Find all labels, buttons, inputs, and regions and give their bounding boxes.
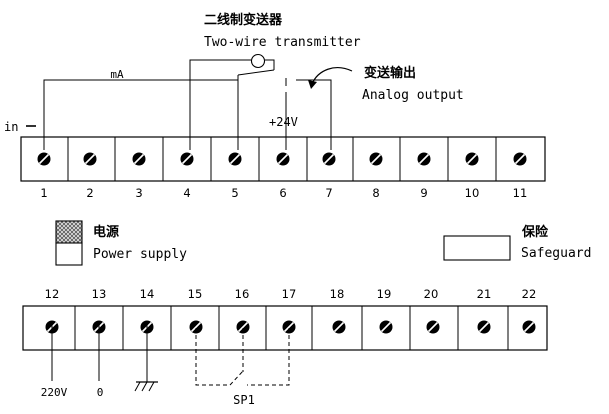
transmitter-title-en: Two-wire transmitter — [204, 35, 361, 50]
terminal-number-6: 6 — [279, 186, 286, 200]
terminal-number-5: 5 — [231, 186, 238, 200]
screw-terminal-11 — [513, 152, 527, 166]
screw-terminal-15 — [189, 320, 203, 334]
terminal-number-22: 22 — [522, 287, 537, 301]
screw-terminal-1 — [37, 152, 51, 166]
bottom-terminal-block: 12 13 14 15 16 17 18 19 20 21 22 — [22, 287, 548, 351]
screw-terminal-20 — [426, 320, 440, 334]
screw-terminal-7 — [322, 152, 336, 166]
screw-terminal-4 — [180, 152, 194, 166]
terminal-number-3: 3 — [135, 186, 142, 200]
power-supply-swatch-lower — [55, 242, 83, 266]
in-label: in — [4, 120, 18, 134]
safeguard-swatch — [443, 235, 511, 261]
ma-loop-wire — [43, 79, 239, 150]
analog-output-arrow — [311, 67, 353, 85]
label-220v: 220V — [41, 386, 68, 399]
terminal-number-21: 21 — [477, 287, 492, 301]
screw-terminal-10 — [465, 152, 479, 166]
transmitter-wire-4 — [189, 59, 251, 150]
top-terminal-block: 1 2 3 4 5 6 7 8 9 10 11 — [20, 136, 546, 200]
bottom-block-dividers — [74, 306, 509, 350]
terminal-number-8: 8 — [372, 186, 379, 200]
screw-terminal-8 — [369, 152, 383, 166]
terminal-number-15: 15 — [188, 287, 203, 301]
top-block-frame — [20, 136, 546, 182]
analog-output-wire — [296, 79, 332, 150]
bottom-block-numbers: 12 13 14 15 16 17 18 19 20 21 22 — [45, 287, 537, 301]
screw-terminal-21 — [477, 320, 491, 334]
terminal-number-20: 20 — [424, 287, 439, 301]
terminal-number-9: 9 — [420, 186, 427, 200]
transmitter-wire-plus — [265, 59, 275, 70]
power-supply-swatch — [55, 220, 83, 244]
terminal-number-17: 17 — [282, 287, 297, 301]
screw-terminal-2 — [83, 152, 97, 166]
ma-label: mA — [110, 68, 124, 81]
terminal-number-18: 18 — [330, 287, 345, 301]
terminal-number-16: 16 — [235, 287, 250, 301]
analog-output-title-en: Analog output — [362, 88, 464, 103]
screw-terminal-22 — [522, 320, 536, 334]
sp1-label: SP1 — [233, 393, 255, 407]
screw-terminal-16 — [236, 320, 250, 334]
top-block-dividers — [67, 137, 497, 181]
screw-terminal-3 — [132, 152, 146, 166]
terminal-number-11: 11 — [513, 186, 528, 200]
transmitter-icon — [250, 53, 266, 69]
terminal-number-19: 19 — [377, 287, 392, 301]
terminal-number-14: 14 — [140, 287, 155, 301]
terminal-number-4: 4 — [183, 186, 190, 200]
terminal-number-1: 1 — [40, 186, 47, 200]
power-supply-label-en: Power supply — [93, 247, 187, 262]
label-zero: 0 — [97, 386, 104, 399]
safeguard-label-cn: 保险 — [521, 224, 549, 240]
transmitter-title-cn: 二线制变送器 — [204, 12, 283, 28]
screw-terminal-6 — [276, 152, 290, 166]
screw-terminal-18 — [332, 320, 346, 334]
safeguard-label-en: Safeguard — [521, 246, 591, 261]
sp1-relay-contact — [195, 328, 290, 386]
screw-terminal-5 — [228, 152, 242, 166]
arrow-head-icon — [308, 80, 317, 89]
terminal-number-2: 2 — [86, 186, 93, 200]
screw-terminal-17 — [282, 320, 296, 334]
analog-output-title-cn: 变送输出 — [364, 65, 416, 81]
top-block-screws — [37, 152, 527, 166]
screw-terminal-19 — [379, 320, 393, 334]
transmitter-wire-5 — [237, 69, 275, 76]
terminal-number-13: 13 — [92, 287, 107, 301]
screw-terminal-9 — [417, 152, 431, 166]
terminal-number-7: 7 — [325, 186, 332, 200]
terminal-number-12: 12 — [45, 287, 60, 301]
terminal-number-10: 10 — [465, 186, 480, 200]
plus24v-label: +24V — [269, 115, 298, 129]
legend: 电源 Power supply 保险 Safeguard — [55, 220, 591, 266]
top-block-numbers: 1 2 3 4 5 6 7 8 9 10 11 — [40, 186, 527, 200]
ground-icon — [134, 325, 158, 392]
power-supply-label-cn: 电源 — [93, 224, 119, 240]
bottom-block-screws — [45, 320, 536, 334]
bottom-block-frame — [22, 305, 548, 351]
